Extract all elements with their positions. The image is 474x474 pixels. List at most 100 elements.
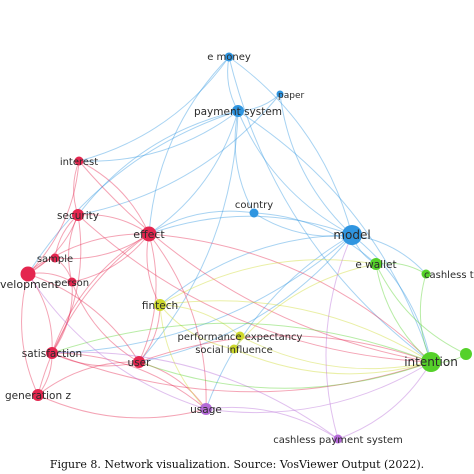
node-user[interactable] [133,356,145,368]
node-effect[interactable] [141,226,157,242]
node-payment-system[interactable] [232,105,244,117]
edge-model-usage [205,234,353,410]
node-label-cashless-payment-system: cashless payment system [273,435,403,446]
node-cashless-tr[interactable] [421,269,431,279]
node-label-sample: sample [37,254,73,265]
edge-payment-system-user [138,110,239,363]
node-label-country: country [235,200,273,211]
node-sample[interactable] [50,253,60,263]
edge-effect-generation-z [37,233,150,396]
node-paper[interactable] [276,90,284,98]
edge-e-wallet-intention [375,263,432,363]
node-label-user: user [128,357,152,369]
edge-development-generation-z [21,273,39,396]
node-development[interactable] [20,266,36,282]
node-label-effect: effect [133,228,165,241]
edge-effect-person [71,233,150,283]
edge-usage-intention [205,361,432,414]
node-usage[interactable] [200,403,212,415]
node-label-generation-z: generation z [5,390,71,402]
node-intention[interactable] [421,352,441,372]
edge-interest-intention [78,160,432,363]
node-e-money[interactable] [224,52,234,62]
edge-model-user [138,234,353,363]
node-label-paper: paper [278,91,304,101]
edge-usage-development [27,273,207,410]
edge-payment-system-interest [78,110,239,162]
edge-user-usage [138,361,207,410]
edge-user-generation-z [37,361,140,396]
edge-cashless-payment-system-model [325,234,353,440]
edge-interest-effect [78,160,150,235]
node-label-person: person [55,278,89,289]
node-country[interactable] [249,208,259,218]
edge-security-development [27,214,79,275]
edge-effect-sample [54,233,150,260]
edge-payment-system-intention [237,110,432,363]
node-interest[interactable] [74,156,84,166]
edge-payment-system-country [234,110,255,214]
node-label-satisfaction: satisfaction [22,348,82,360]
node-social-influence[interactable] [229,344,239,354]
edge-payment-system-model [237,110,353,236]
node-label-e-money: e money [207,52,251,63]
node-security[interactable] [72,209,84,221]
edge-model-effect [148,215,353,236]
edge-payment-system-security [77,110,239,216]
edge-fintech-intention [159,300,432,363]
node-person[interactable] [67,277,77,287]
node-label-usage: usage [190,404,222,416]
edge-cashless-payment-system-intention [337,361,432,440]
edge-social-influence-intention [233,348,432,375]
edge-effect-satisfaction [51,233,150,354]
edge-paper-model [279,93,353,236]
node-label-interest: interest [60,157,98,168]
node-label-cashless-tr: cashless tr [424,270,474,281]
node-e-wallet[interactable] [370,258,382,270]
edge-effect-user [138,233,157,363]
edge-paper-security [77,93,281,216]
edge-intention-satisfaction [51,322,432,363]
edge-country-e-wallet [253,212,377,265]
edge-e-wallet-green-edge [375,263,467,355]
figure-caption: Figure 8. Network visualization. Source:… [49,458,425,471]
edge-fintech-performance-expectancy [159,304,241,337]
node-label-performance-expectancy: performance expectancy [178,332,303,343]
edge-payment-system-effect [148,110,239,235]
node-label-payment-system: payment system [194,106,282,118]
edge-e-money-intention [228,56,432,363]
edge-effect-development [27,233,150,275]
edge-security-person [68,214,79,283]
node-label-development: velopment [0,278,60,291]
edge-usage-cashless-payment-system [205,406,339,440]
edge-effect-usage [148,233,207,410]
node-green-edge[interactable] [460,348,472,360]
edge-performance-expectancy-intention [239,335,432,370]
edge-country-model [253,212,353,237]
node-fintech[interactable] [154,299,166,311]
edge-model-fintech [159,234,353,306]
edge-interest-development [27,160,80,275]
node-label-e-wallet: e wallet [355,259,396,271]
edge-fintech-e-wallet [159,259,377,306]
edge-model-satisfaction [51,234,353,354]
node-label-model: model [333,228,370,242]
edge-social-influence-e-wallet [233,263,377,350]
edge-generation-z-usage [37,394,207,419]
edge-country-effect [148,210,255,235]
edge-cashless-payment-system-satisfaction [51,351,339,440]
edge-development-satisfaction [27,273,53,354]
edge-development-user [27,273,140,363]
node-label-social-influence: social influence [195,345,273,356]
edge-satisfaction-user [51,352,140,367]
node-satisfaction[interactable] [46,347,58,359]
node-model[interactable] [342,225,362,245]
edge-e-money-effect [148,56,230,235]
node-generation-z[interactable] [32,389,44,401]
node-performance-expectancy[interactable] [235,331,245,341]
node-cashless-payment-system[interactable] [333,434,343,444]
node-label-intention: intention [404,355,458,369]
edge-security-intention [77,214,432,363]
edge-person-satisfaction [51,281,73,354]
